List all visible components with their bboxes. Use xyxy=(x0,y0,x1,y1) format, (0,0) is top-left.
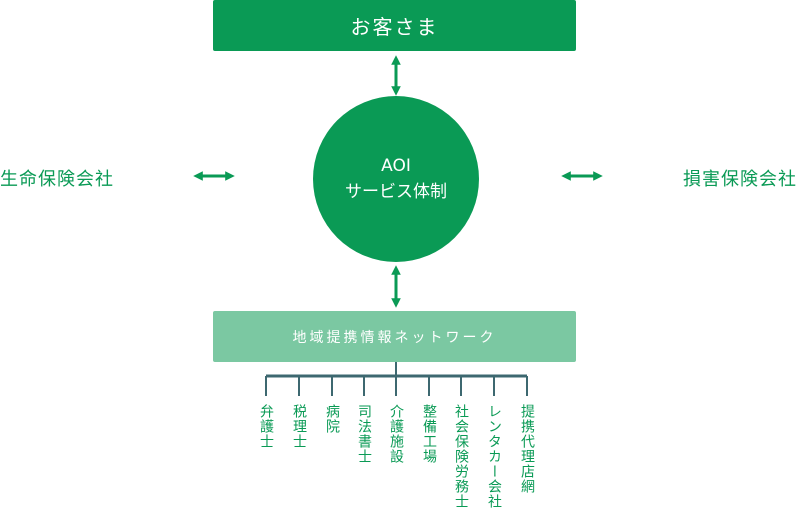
member-tax-accountant: 税理士 xyxy=(291,404,307,449)
member-repair-shop: 整備工場 xyxy=(421,404,437,464)
member-lawyer: 弁護士 xyxy=(258,404,274,449)
member-hospital: 病院 xyxy=(324,404,340,434)
center-line2: サービス体制 xyxy=(345,182,447,202)
member-labor-consultant: 社会保険労務士 xyxy=(453,404,469,509)
customer-label: お客さま xyxy=(350,15,439,39)
member-rental-car: レンタカー会社 xyxy=(486,404,502,509)
member-care-facility: 介護施設 xyxy=(388,404,404,464)
network-label: 地域提携情報ネットワーク xyxy=(292,329,497,346)
member-judicial-scrivener: 司法書士 xyxy=(356,404,372,464)
center-line1: AOI xyxy=(381,156,411,176)
life-insurance-label: 生命保険会社 xyxy=(0,169,114,190)
member-agency-network: 提携代理店網 xyxy=(519,404,535,494)
property-insurance-label: 損害保険会社 xyxy=(683,169,797,190)
aoi-service-circle: AOI サービス体制 xyxy=(313,96,479,262)
member-tree xyxy=(265,362,528,396)
customer-box: お客さま xyxy=(213,0,576,51)
network-box: 地域提携情報ネットワーク xyxy=(213,311,576,362)
